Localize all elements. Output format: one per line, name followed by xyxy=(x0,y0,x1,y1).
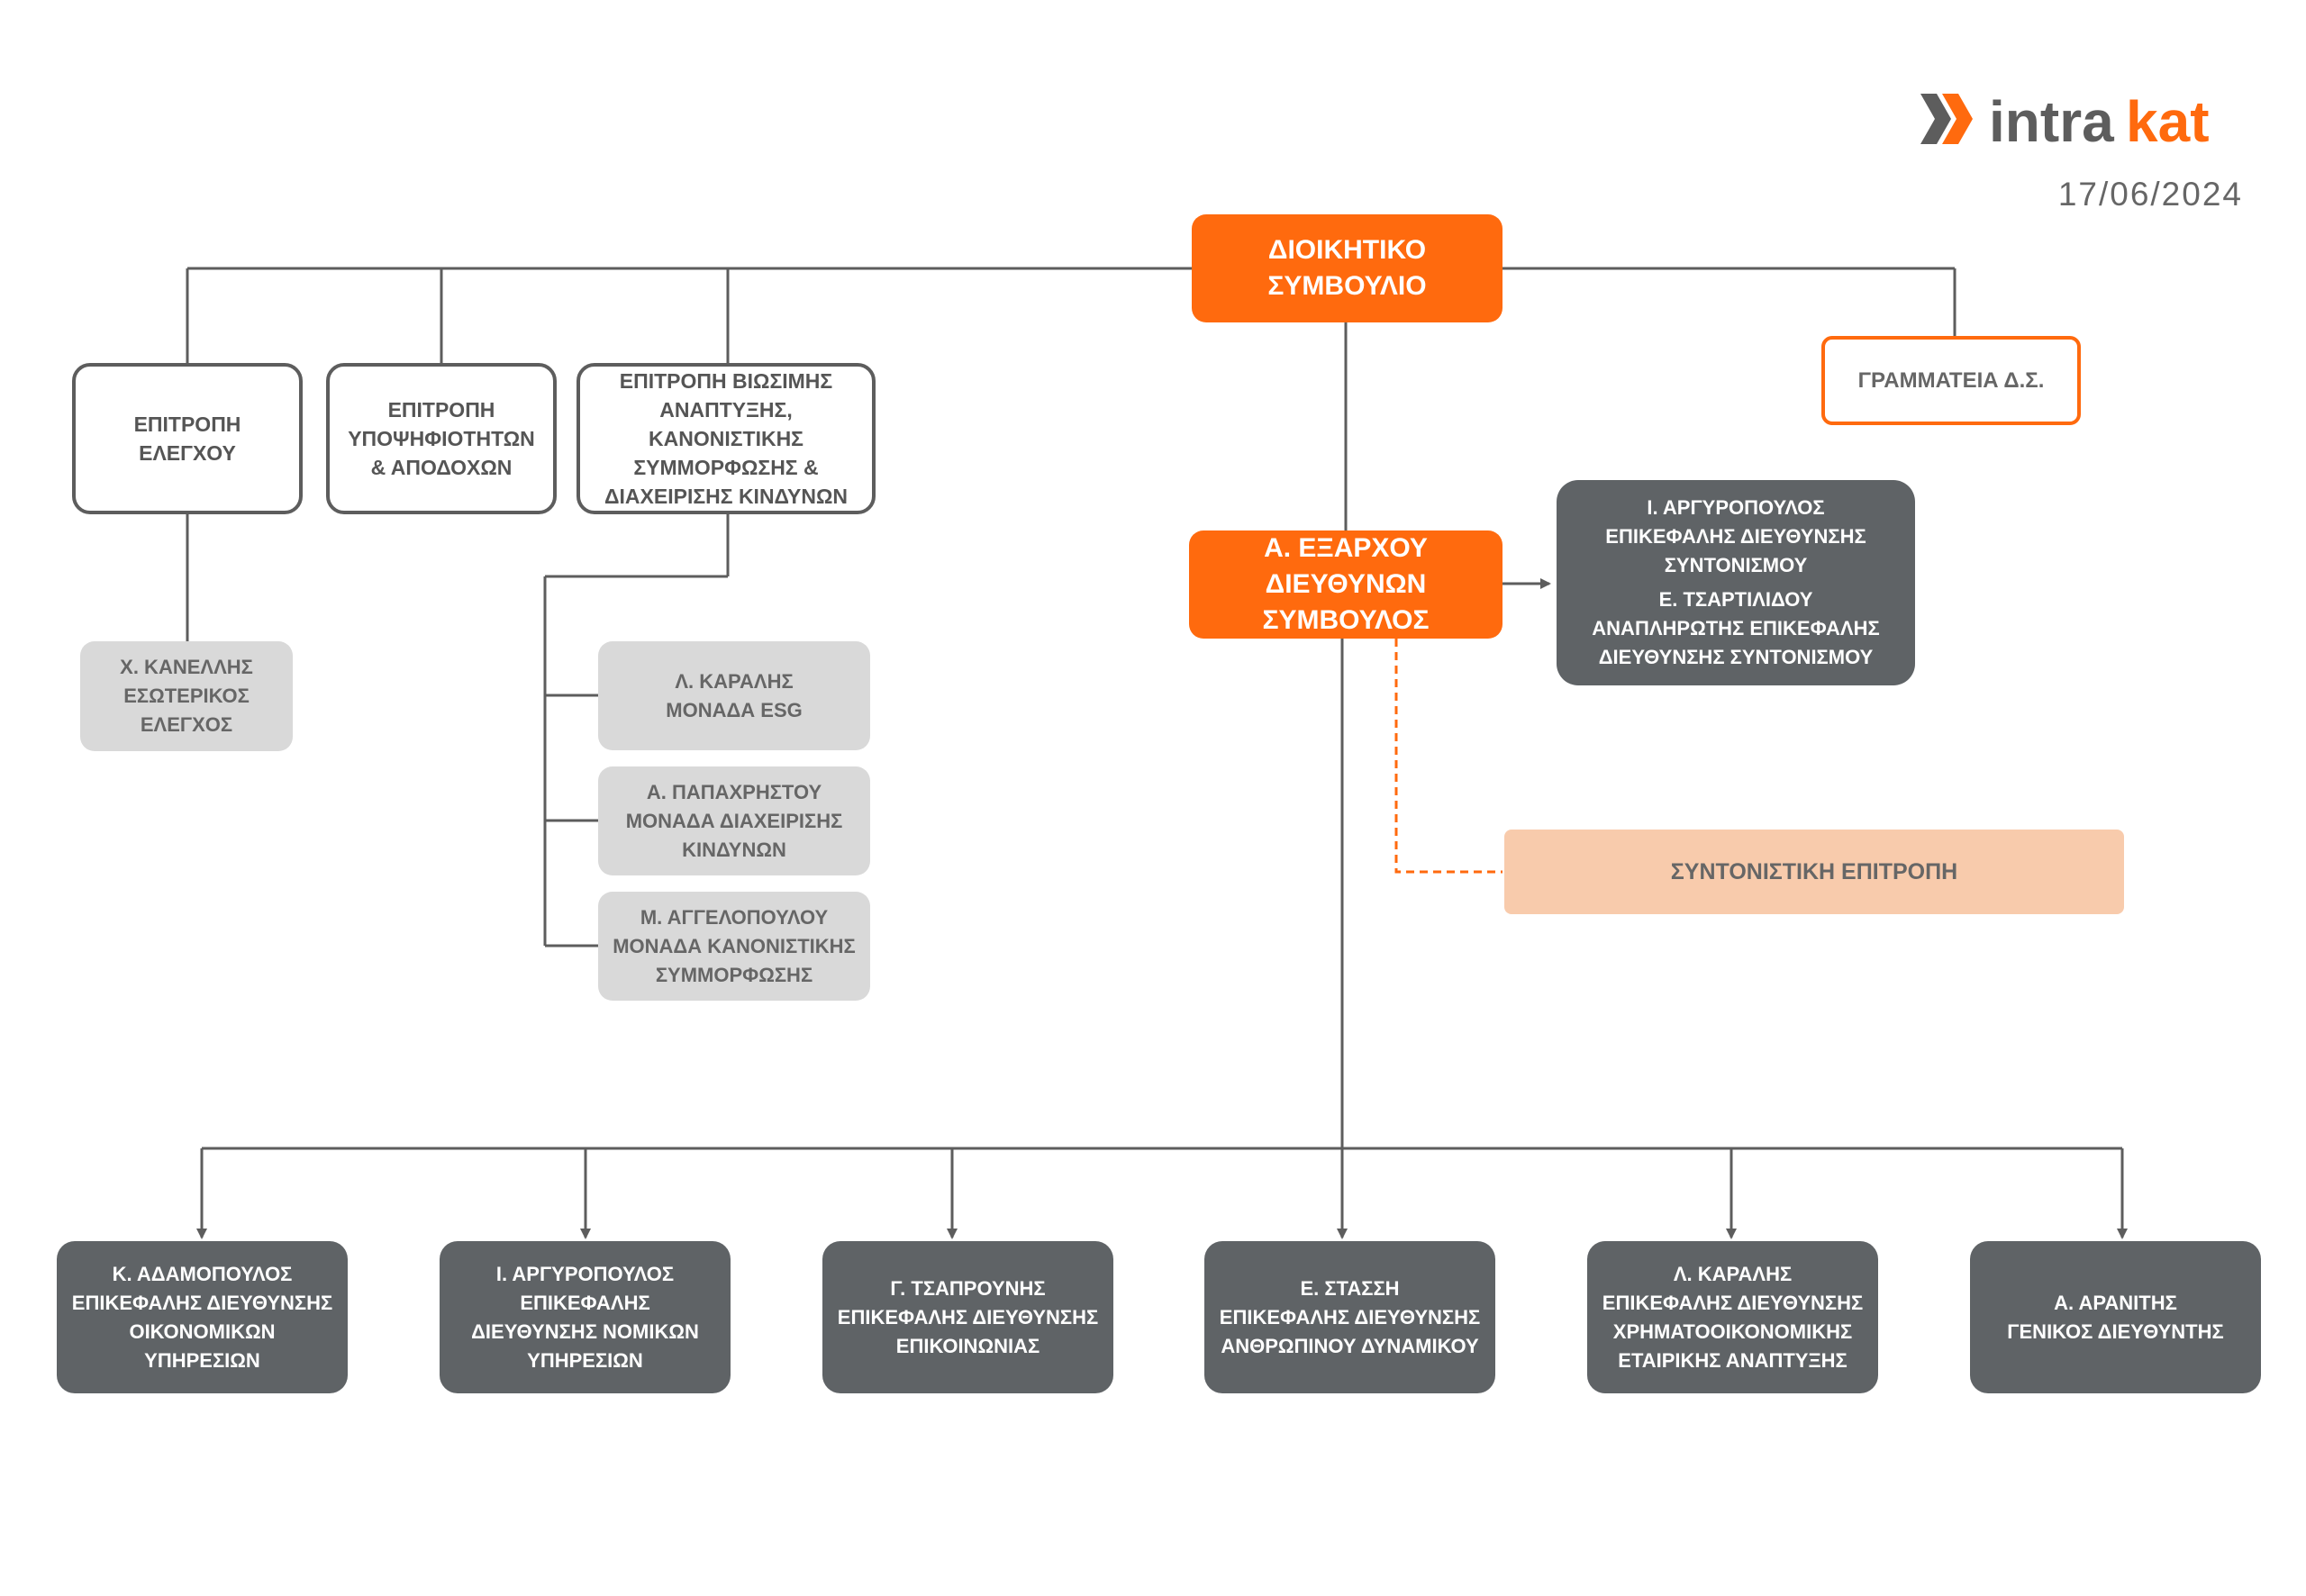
nominations-committee-line: ΥΠΟΨΗΦΙΟΤΗΤΩΝ xyxy=(348,427,535,450)
risk-unit-line: Α. ΠΑΠΑΧΡΗΣΤΟΥ xyxy=(646,780,822,803)
department-line: Α. ΑΡΑΝΙΤΗΣ xyxy=(2054,1291,2177,1314)
logo-text-kat: kat xyxy=(2126,89,2210,154)
sustainability-committee-line: ΚΑΝΟΝΙΣΤΙΚΗΣ xyxy=(649,427,803,450)
coordination-head-line: Ι. ΑΡΓΥΡΟΠΟΥΛΟΣ xyxy=(1647,496,1825,519)
secretariat-box: ΓΡΑΜΜΑΤΕΙΑ Δ.Σ. xyxy=(1821,336,2081,425)
risk-unit-box: Α. ΠΑΠΑΧΡΗΣΤΟΥ ΜΟΝΑΔΑ ΔΙΑΧΕΙΡΙΣΗΣ ΚΙΝΔΥΝ… xyxy=(598,766,870,875)
department-line: ΥΠΗΡΕΣΙΩΝ xyxy=(527,1348,643,1372)
esg-unit-line: ΜΟΝΑΔΑ ESG xyxy=(666,698,803,721)
sustainability-committee-line: ΣΥΜΜΟΡΦΩΣΗΣ & xyxy=(633,456,819,479)
department-line: ΕΠΙΚΕΦΑΛΗΣ ΔΙΕΥΘΥΝΣΗΣ xyxy=(71,1291,333,1314)
department-line: ΕΠΙΚΕΦΑΛΗΣ xyxy=(520,1291,650,1314)
esg-unit-line: Λ. ΚΑΡΑΛΗΣ xyxy=(675,669,794,693)
coordinating-committee-box: ΣΥΝΤΟΝΙΣΤΙΚΗ ΕΠΙΤΡΟΠΗ xyxy=(1504,830,2124,914)
department-line: ΓΕΝΙΚΟΣ ΔΙΕΥΘΥΝΤΗΣ xyxy=(2007,1319,2224,1343)
coordination-deputy-line: ΑΝΑΠΛΗΡΩΤΗΣ ΕΠΙΚΕΦΑΛΗΣ xyxy=(1592,617,1880,639)
audit-committee-line: ΕΠΙΤΡΟΠΗ xyxy=(133,413,241,436)
department-line: ΕΤΑΙΡΙΚΗΣ ΑΝΑΠΤΥΞΗΣ xyxy=(1618,1348,1848,1372)
coordinating-committee-label: ΣΥΝΤΟΝΙΣΤΙΚΗ ΕΠΙΤΡΟΠΗ xyxy=(1670,858,1958,884)
department-line: ΕΠΙΚΟΙΝΩΝΙΑΣ xyxy=(895,1334,1040,1357)
secretariat-label: ΓΡΑΜΜΑΤΕΙΑ Δ.Σ. xyxy=(1857,367,2045,393)
compliance-unit-line: Μ. ΑΓΓΕΛΟΠΟΥΛΟΥ xyxy=(640,905,829,929)
ceo-box: Α. ΕΞΑΡΧΟΥ ΔΙΕΥΘΥΝΩΝ ΣΥΜΒΟΥΛΟΣ xyxy=(1189,530,1503,639)
sustainability-committee-line: ΑΝΑΠΤΥΞΗΣ, xyxy=(659,398,793,422)
compliance-unit-line: ΣΥΜΜΟΡΦΩΣΗΣ xyxy=(655,963,813,986)
department-line: Γ. ΤΣΑΠΡΟΥΝΗΣ xyxy=(890,1276,1046,1300)
esg-unit-box: Λ. ΚΑΡΑΛΗΣ ΜΟΝΑΔΑ ESG xyxy=(598,641,870,750)
hr-department-box: Ε. ΣΤΑΣΣΗ ΕΠΙΚΕΦΑΛΗΣ ΔΙΕΥΘΥΝΣΗΣ ΑΝΘΡΩΠΙΝ… xyxy=(1204,1241,1495,1393)
internal-audit-line: ΕΣΩΤΕΡΙΚΟΣ xyxy=(123,685,250,707)
board-line-1: ΔΙΟΙΚΗΤΙΚΟ xyxy=(1267,235,1427,265)
corporate-development-department-box: Λ. ΚΑΡΑΛΗΣ ΕΠΙΚΕΦΑΛΗΣ ΔΙΕΥΘΥΝΣΗΣ ΧΡΗΜΑΤΟ… xyxy=(1587,1241,1878,1393)
logo-text-intra: intra xyxy=(1989,89,2114,154)
department-line: Ι. ΑΡΓΥΡΟΠΟΥΛΟΣ xyxy=(495,1262,675,1285)
coordination-deputy-line: Ε. ΤΣΑΡΤΙΛΙΔΟΥ xyxy=(1658,588,1813,611)
department-line: ΑΝΘΡΩΠΙΝΟΥ ΔΥΝΑΜΙΚΟΥ xyxy=(1221,1334,1479,1357)
board-line-2: ΣΥΜΒΟΥΛΙΟ xyxy=(1267,271,1427,301)
coordination-head-line: ΣΥΝΤΟΝΙΣΜΟΥ xyxy=(1664,554,1808,576)
audit-committee-line: ΕΛΕΓΧΟΥ xyxy=(139,441,236,465)
department-line: ΟΙΚΟΝΟΜΙΚΩΝ xyxy=(129,1319,276,1343)
department-line: ΔΙΕΥΘΥΝΣΗΣ ΝΟΜΙΚΩΝ xyxy=(471,1319,699,1343)
risk-unit-line: ΜΟΝΑΔΑ ΔΙΑΧΕΙΡΙΣΗΣ xyxy=(625,809,843,832)
nominations-committee-line: & ΑΠΟΔΟΧΩΝ xyxy=(370,456,513,479)
legal-department-box: Ι. ΑΡΓΥΡΟΠΟΥΛΟΣ ΕΠΙΚΕΦΑΛΗΣ ΔΙΕΥΘΥΝΣΗΣ ΝΟ… xyxy=(440,1241,731,1393)
sustainability-committee-box: ΕΠΙΤΡΟΠΗ ΒΙΩΣΙΜΗΣ ΑΝΑΠΤΥΞΗΣ, ΚΑΝΟΝΙΣΤΙΚΗ… xyxy=(576,363,876,514)
intrakat-chevron-icon: intra kat xyxy=(1920,89,2210,154)
date-label: 17/06/2024 xyxy=(2057,176,2243,213)
internal-audit-line: ΕΛΕΓΧΟΣ xyxy=(140,713,233,736)
nominations-committee-box: ΕΠΙΤΡΟΠΗ ΥΠΟΨΗΦΙΟΤΗΤΩΝ & ΑΠΟΔΟΧΩΝ xyxy=(326,363,557,514)
internal-audit-box: Χ. ΚΑΝΕΛΛΗΣ ΕΣΩΤΕΡΙΚΟΣ ΕΛΕΓΧΟΣ xyxy=(80,641,293,751)
sustainability-committee-line: ΔΙΑΧΕΙΡΙΣΗΣ ΚΙΝΔΥΝΩΝ xyxy=(604,485,848,508)
ceo-name: Α. ΕΞΑΡΧΟΥ xyxy=(1264,533,1428,563)
coordination-directorate-box: Ι. ΑΡΓΥΡΟΠΟΥΛΟΣ ΕΠΙΚΕΦΑΛΗΣ ΔΙΕΥΘΥΝΣΗΣ ΣΥ… xyxy=(1557,480,1915,685)
communications-department-box: Γ. ΤΣΑΠΡΟΥΝΗΣ ΕΠΙΚΕΦΑΛΗΣ ΔΙΕΥΘΥΝΣΗΣ ΕΠΙΚ… xyxy=(822,1241,1113,1393)
compliance-unit-line: ΜΟΝΑΔΑ ΚΑΝΟΝΙΣΤΙΚΗΣ xyxy=(613,934,856,957)
department-line: Λ. ΚΑΡΑΛΗΣ xyxy=(1673,1262,1793,1285)
department-line: ΕΠΙΚΕΦΑΛΗΣ ΔΙΕΥΘΥΝΣΗΣ xyxy=(1602,1291,1864,1314)
department-line: ΥΠΗΡΕΣΙΩΝ xyxy=(144,1348,260,1372)
nominations-committee-line: ΕΠΙΤΡΟΠΗ xyxy=(387,398,495,422)
department-line: Ε. ΣΤΑΣΣΗ xyxy=(1300,1276,1400,1300)
coordination-deputy-line: ΔΙΕΥΘΥΝΣΗΣ ΣΥΝΤΟΝΙΣΜΟΥ xyxy=(1598,646,1874,668)
board-of-directors-box: ΔΙΟΙΚΗΤΙΚΟ ΣΥΜΒΟΥΛΙΟ xyxy=(1192,214,1503,322)
coordination-head-line: ΕΠΙΚΕΦΑΛΗΣ ΔΙΕΥΘΥΝΣΗΣ xyxy=(1605,525,1866,548)
finance-department-box: Κ. ΑΔΑΜΟΠΟΥΛΟΣ ΕΠΙΚΕΦΑΛΗΣ ΔΙΕΥΘΥΝΣΗΣ ΟΙΚ… xyxy=(57,1241,348,1393)
department-line: ΧΡΗΜΑΤΟΟΙΚΟΝΟΜΙΚΗΣ xyxy=(1612,1319,1853,1343)
general-manager-box: Α. ΑΡΑΝΙΤΗΣ ΓΕΝΙΚΟΣ ΔΙΕΥΘΥΝΤΗΣ xyxy=(1970,1241,2261,1393)
internal-audit-line: Χ. ΚΑΝΕΛΛΗΣ xyxy=(120,656,253,678)
sustainability-committee-line: ΕΠΙΤΡΟΠΗ ΒΙΩΣΙΜΗΣ xyxy=(619,369,833,393)
department-line: ΕΠΙΚΕΦΑΛΗΣ ΔΙΕΥΘΥΝΣΗΣ xyxy=(837,1305,1099,1328)
department-line: Κ. ΑΔΑΜΟΠΟΥΛΟΣ xyxy=(112,1262,293,1285)
audit-committee-box: ΕΠΙΤΡΟΠΗ ΕΛΕΓΧΟΥ xyxy=(72,363,303,514)
compliance-unit-box: Μ. ΑΓΓΕΛΟΠΟΥΛΟΥ ΜΟΝΑΔΑ ΚΑΝΟΝΙΣΤΙΚΗΣ ΣΥΜΜ… xyxy=(598,892,870,1001)
intrakat-logo: intra kat xyxy=(1910,83,2243,155)
ceo-title: ΔΙΕΥΘΥΝΩΝ ΣΥΜΒΟΥΛΟΣ xyxy=(1262,569,1430,635)
department-line: ΕΠΙΚΕΦΑΛΗΣ ΔΙΕΥΘΥΝΣΗΣ xyxy=(1219,1305,1481,1328)
risk-unit-line: ΚΙΝΔΥΝΩΝ xyxy=(682,838,786,861)
